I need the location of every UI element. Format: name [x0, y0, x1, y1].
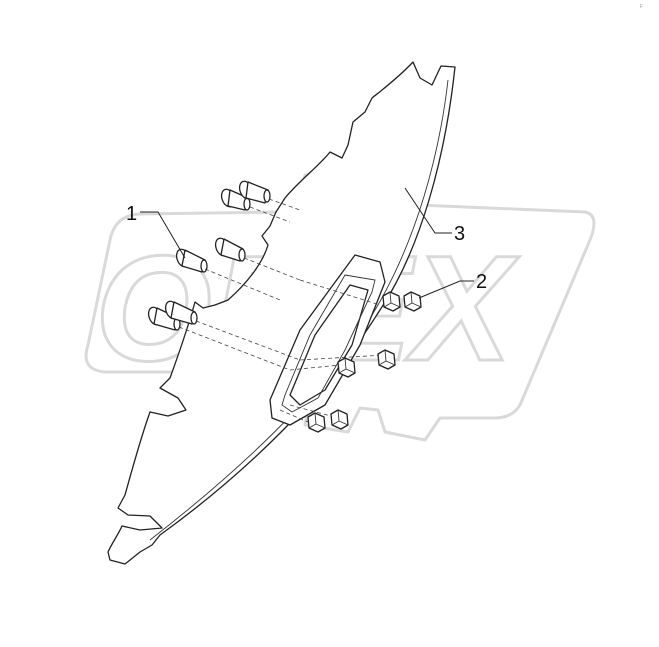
bolts-group — [147, 180, 271, 331]
disc-blade — [107, 61, 456, 565]
hub-inner-ring — [281, 274, 376, 413]
nuts-group — [307, 291, 422, 433]
nut — [307, 412, 326, 433]
callout-3-label: 3 — [454, 223, 465, 245]
nut — [337, 357, 356, 378]
bolt — [175, 248, 208, 273]
bolt — [164, 300, 198, 325]
watermark-gear — [84, 166, 596, 442]
bolt — [238, 180, 271, 204]
callout-1: 1 — [126, 203, 186, 259]
callout-3: 3 — [404, 187, 465, 245]
bolt — [214, 237, 246, 262]
hub-opening — [289, 284, 369, 406]
nut — [330, 409, 349, 430]
nut — [403, 291, 422, 312]
nut — [382, 291, 401, 312]
callout-1-label: 1 — [126, 203, 137, 225]
callout-2-label: 2 — [476, 271, 487, 293]
callout-2: 2 — [418, 271, 487, 299]
bolt — [147, 306, 181, 331]
nut — [377, 349, 396, 370]
corner-mark: F — [640, 4, 643, 10]
